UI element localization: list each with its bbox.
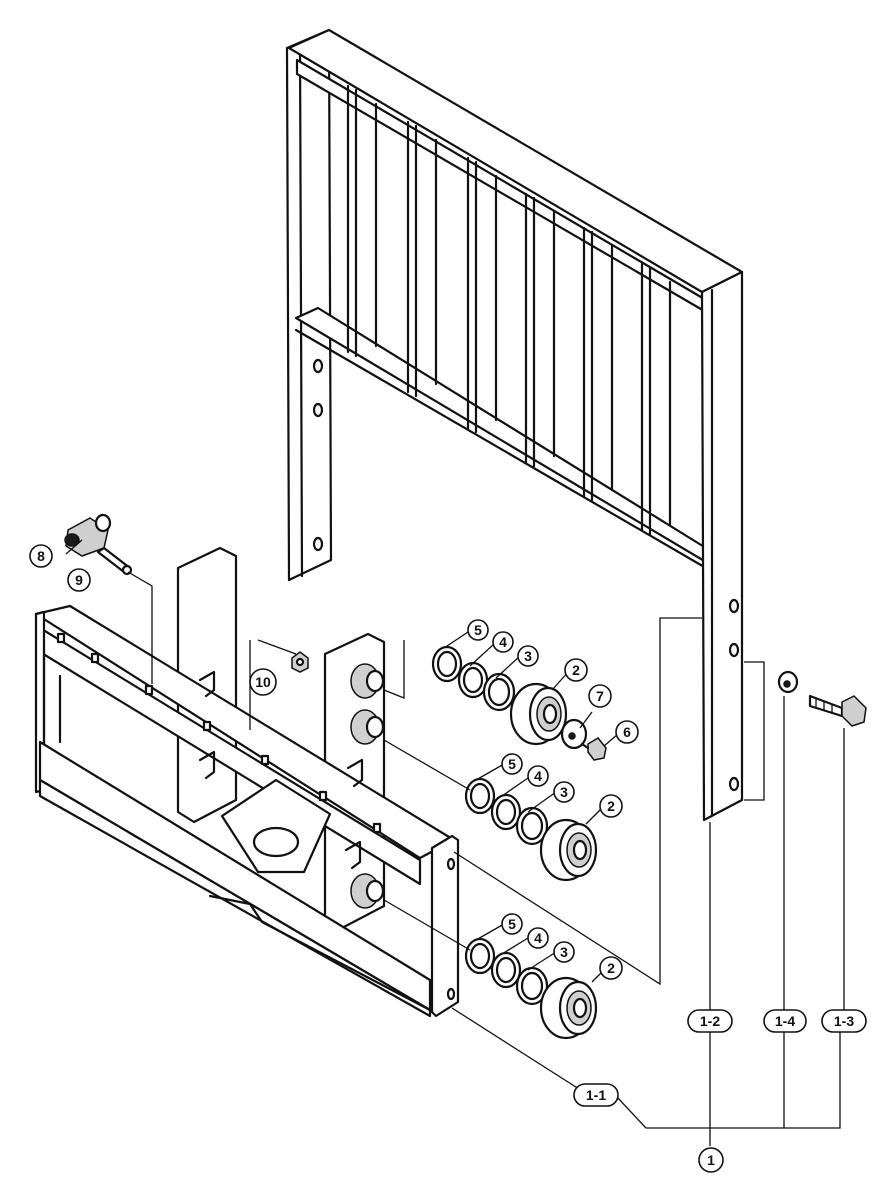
callout-2-middle-label: 2: [607, 798, 615, 814]
callout-6-label: 6: [623, 724, 631, 740]
callout-5-bottom: 5: [501, 913, 523, 935]
callout-2-middle: 2: [599, 794, 623, 818]
part-6-bolt: [580, 737, 607, 761]
callout-1-2-label: 1-2: [700, 1013, 720, 1029]
callout-4-top-label: 4: [499, 634, 507, 650]
callout-8-label: 8: [37, 548, 45, 564]
callout-7: 7: [588, 684, 612, 708]
callout-1-1-label: 1-1: [586, 1087, 606, 1103]
callout-4-bottom: 4: [527, 927, 549, 949]
callout-2-top: 2: [564, 658, 588, 682]
leader-lines: [65, 539, 845, 1146]
callout-1: 1: [698, 1147, 724, 1173]
callout-1-3: 1-3: [821, 1009, 867, 1033]
callout-5-bottom-label: 5: [508, 916, 516, 932]
callout-8: 8: [29, 544, 53, 568]
callout-5-middle-label: 5: [508, 756, 516, 772]
roller-set-top: [431, 645, 568, 746]
callout-9: 9: [67, 568, 91, 592]
callout-7-label: 7: [596, 688, 604, 704]
callout-1-2: 1-2: [687, 1009, 733, 1033]
roller-set-bottom: [464, 937, 598, 1040]
carriage-notches: [56, 632, 382, 834]
backrest-mount-holes: [312, 358, 740, 792]
part-9-pin: [96, 546, 133, 576]
callout-1-1: 1-1: [573, 1083, 619, 1107]
callout-10: 10: [249, 668, 277, 696]
part-7-washer: [560, 718, 588, 750]
callout-3-bottom: 3: [553, 941, 575, 963]
part-1-4-washer: [777, 670, 799, 694]
callout-2-bottom-label: 2: [607, 960, 615, 976]
callout-10-label: 10: [255, 674, 271, 690]
callout-4-middle-label: 4: [534, 768, 542, 784]
callout-1-3-label: 1-3: [834, 1013, 854, 1029]
callout-1-4-label: 1-4: [775, 1013, 795, 1029]
part-1-3-bolt: [808, 694, 867, 727]
callout-3-bottom-label: 3: [560, 944, 568, 960]
callout-4-bottom-label: 4: [534, 930, 542, 946]
callout-9-label: 9: [75, 572, 83, 588]
backrest-slats: [346, 84, 672, 536]
fork-carriage: [34, 546, 460, 1018]
callout-6: 6: [615, 720, 639, 744]
callout-5-top-label: 5: [474, 622, 482, 638]
callout-4-middle: 4: [527, 765, 549, 787]
callout-5-top: 5: [467, 619, 489, 641]
callout-5-middle: 5: [501, 753, 523, 775]
callout-3-top-label: 3: [524, 648, 532, 664]
callout-3-top: 3: [517, 645, 539, 667]
part-10-nut: [291, 651, 309, 673]
callout-4-top: 4: [492, 631, 514, 653]
callout-3-middle-label: 3: [560, 784, 568, 800]
carriage-roller-stubs: [350, 663, 385, 909]
callout-2-top-label: 2: [572, 662, 580, 678]
callout-2-bottom: 2: [599, 956, 623, 980]
callout-1-4: 1-4: [763, 1009, 807, 1033]
callout-3-middle: 3: [553, 781, 575, 803]
load-backrest: [285, 28, 744, 822]
callout-1-label: 1: [707, 1152, 715, 1168]
roller-set-middle: [464, 777, 598, 882]
